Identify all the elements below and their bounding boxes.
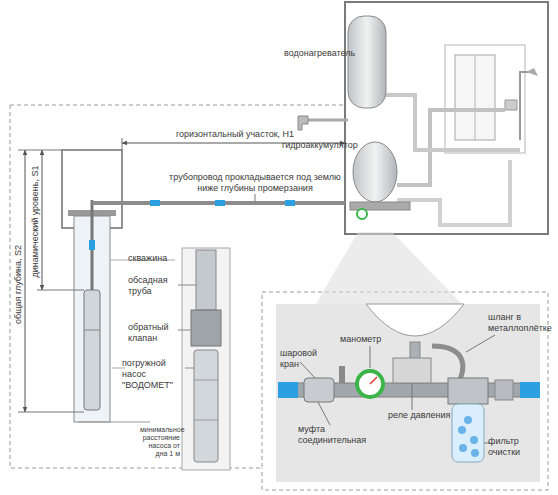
- extension-line: [78, 422, 150, 423]
- tap-pipe: [305, 119, 348, 122]
- water-heater: [348, 16, 386, 108]
- pressure-fittings: [350, 202, 410, 210]
- dimension-line: [42, 150, 43, 290]
- window-frame: [475, 55, 476, 140]
- leader-line: [484, 443, 490, 444]
- gauge-stem: [369, 375, 372, 390]
- extension-line: [18, 150, 62, 151]
- tap: [298, 116, 308, 130]
- part-label: обратный клапан: [128, 322, 176, 344]
- leader-line: [255, 194, 256, 201]
- pump-seam: [194, 380, 218, 381]
- faucet: [505, 100, 517, 110]
- detail-box: манометр шланг в металлоплётке шаровой кра…: [276, 304, 540, 482]
- bathroom-frame: [445, 45, 525, 153]
- union-nut: [495, 380, 513, 400]
- pressure-switch: [393, 358, 431, 383]
- house-wall: [345, 2, 548, 234]
- tank-bottom: [366, 304, 464, 336]
- braided-hose: [432, 346, 463, 383]
- pipe-mark: [215, 200, 225, 206]
- ball-valve: [304, 378, 334, 402]
- gauge-small: [357, 209, 367, 219]
- callout-wedge: [316, 232, 462, 304]
- dimension-label: общая глубина, S2: [13, 210, 24, 360]
- detail-pipe: [280, 383, 538, 397]
- hot-pipe: [386, 95, 520, 150]
- pump-body: [84, 290, 100, 410]
- part-label: погружной насос "ВОДОМЕТ": [122, 358, 184, 391]
- extension-line: [18, 412, 84, 413]
- tank-fitting: [410, 342, 420, 384]
- blue-pipe-end: [520, 382, 540, 398]
- accumulator-tank: [353, 142, 397, 202]
- leader-line: [178, 330, 191, 331]
- part-label: шланг в металлоплётке: [488, 312, 538, 334]
- supply-pipe: [92, 201, 345, 205]
- filter-media: [464, 416, 472, 424]
- casing-tube: [74, 216, 110, 422]
- leader-line: [370, 346, 371, 368]
- leader-line: [466, 335, 495, 352]
- part-label: водонагреватель: [284, 48, 350, 59]
- pump-seam: [84, 330, 100, 331]
- extension-line: [122, 138, 123, 150]
- dimension-line: [25, 150, 26, 412]
- leader-line: [300, 362, 315, 378]
- pipe-section: [196, 250, 216, 310]
- filter-body: [448, 378, 488, 404]
- part-label: фильтр очистки: [488, 436, 536, 458]
- part-label: муфта соединительная: [298, 424, 362, 446]
- part-label: гидроаккумулятор: [282, 140, 354, 151]
- valve-lever: [339, 366, 345, 383]
- pipe-mark: [89, 240, 95, 250]
- dashed-border: [10, 105, 345, 106]
- filter-media: [458, 426, 466, 434]
- filter-media: [471, 449, 479, 457]
- filter-cup: [452, 404, 484, 462]
- leader-line: [318, 402, 330, 425]
- part-label: шаровой кран: [280, 348, 324, 370]
- filter-media: [459, 444, 467, 452]
- manometer: [357, 371, 383, 397]
- pipe-mark: [285, 200, 295, 206]
- pump-seam: [194, 420, 218, 421]
- part-label: минимальное расстояние насоса от дна 1 м: [140, 426, 180, 458]
- window: [455, 55, 495, 140]
- part-label: скважина: [128, 253, 178, 264]
- zoom-column: [182, 248, 230, 470]
- part-label: обсадная труба: [128, 275, 176, 297]
- pipe-mark: [150, 200, 160, 206]
- part-label: манометр: [340, 334, 400, 345]
- leader-line: [178, 285, 196, 286]
- dimension-label: динамический уровень, S1: [30, 157, 41, 287]
- gauge-needle: [370, 377, 377, 384]
- shower-head: [526, 68, 538, 76]
- part-label: реле давления: [388, 410, 452, 421]
- leader-line: [185, 368, 194, 369]
- pump-section: [194, 350, 218, 462]
- filter-media: [470, 436, 478, 444]
- blue-pipe-end: [278, 382, 298, 398]
- check-valve: [191, 310, 221, 346]
- leader-line: [412, 384, 413, 410]
- extension-line: [37, 290, 84, 291]
- drain-pipe: [397, 160, 510, 225]
- part-label: трубопровод прокладывается под землю ниж…: [165, 172, 345, 194]
- part-label: горизонтальный участок, H1: [150, 129, 320, 140]
- shower-pipe: [520, 72, 530, 140]
